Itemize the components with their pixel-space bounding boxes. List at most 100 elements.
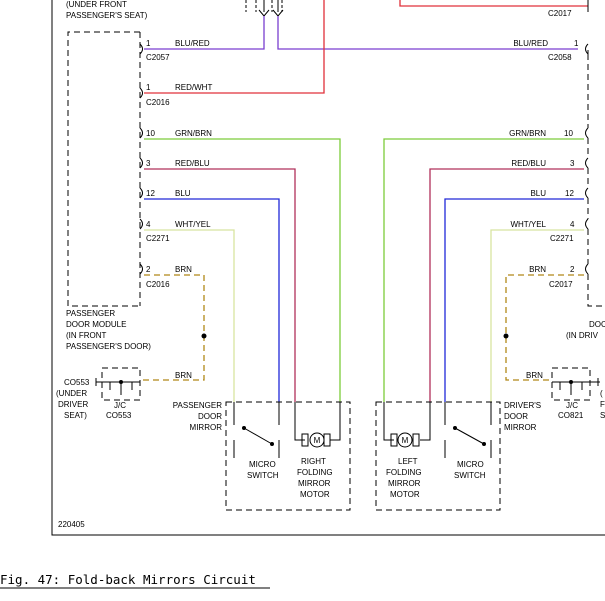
wire-grn-brn-right — [383, 138, 584, 402]
right-brn-label: BRN — [526, 371, 543, 380]
left-module-line-4: PASSENGER'S DOOR) — [66, 342, 151, 351]
left-wire-wht-yel: WHT/YEL — [175, 220, 211, 229]
wire-blu-right — [444, 198, 584, 402]
wire-blu-left — [144, 198, 280, 402]
left-pin-1b: 1 — [146, 83, 151, 92]
left-connector-c2016b: C2016 — [146, 280, 170, 289]
left-pin-12: 12 — [146, 189, 155, 198]
wire-red-blu-right — [429, 168, 584, 402]
passenger-mirror-line-3: MIRROR — [190, 423, 223, 432]
top-connector-dash — [245, 0, 283, 12]
left-jc-label: J/C — [114, 401, 126, 410]
wire-red-blu-left — [144, 168, 296, 402]
left-brn-label: BRN — [175, 371, 192, 380]
right-edge-frag-1: ( — [600, 389, 603, 398]
top-connector-pins — [263, 0, 279, 12]
right-jc-label: J/C — [566, 401, 578, 410]
right-module-frag-2: (IN DRIV — [566, 331, 599, 340]
left-motor-m: M — [402, 436, 409, 445]
left-module-line-2: DOOR MODULE — [66, 320, 126, 329]
left-motor-line-3: MIRROR — [388, 479, 421, 488]
left-splice-dot — [201, 333, 207, 339]
left-pin-4: 4 — [146, 220, 151, 229]
left-motor-symbol — [397, 432, 413, 448]
passenger-mirror-line-1: PASSENGER — [173, 401, 222, 410]
top-connector-arrows — [258, 9, 284, 17]
left-jc-id: CO553 — [106, 411, 132, 420]
right-motor-line-1: RIGHT — [301, 457, 326, 466]
right-connector-c2017: C2017 — [549, 280, 573, 289]
left-ground-label: CO553 — [64, 378, 90, 387]
passenger-mirror-line-2: DOOR — [198, 412, 222, 421]
right-switch-line-1: MICRO — [457, 460, 484, 469]
passenger-module-box — [67, 31, 141, 307]
left-connector-c2016a: C2016 — [146, 98, 170, 107]
left-ground-line-2: (UNDER — [56, 389, 87, 398]
left-wire-brn: BRN — [175, 265, 192, 274]
right-connector-c2058: C2058 — [548, 53, 572, 62]
right-module-frag-1: DOC — [589, 320, 605, 329]
wire-brn-left — [140, 274, 205, 381]
right-splice-dot — [503, 333, 509, 339]
wire-grn-brn-left — [144, 138, 341, 402]
driver-mirror-box — [375, 401, 501, 511]
left-wire-blu: BLU — [175, 189, 191, 198]
left-connector-c2057: C2057 — [146, 53, 170, 62]
left-pin-1a: 1 — [146, 39, 151, 48]
wire-red-top — [399, 0, 588, 7]
wire-blu-red-right — [277, 16, 578, 50]
right-motor-line-4: MOTOR — [300, 490, 330, 499]
right-wire-grn-brn: GRN/BRN — [509, 129, 546, 138]
right-pin-4: 4 — [570, 220, 575, 229]
left-wire-grn-brn: GRN/BRN — [175, 129, 212, 138]
driver-mirror-line-1: DRIVER'S — [504, 401, 541, 410]
diagram-frame — [51, 0, 605, 536]
right-jc-id: CO821 — [558, 411, 584, 420]
wire-wht-yel-right — [490, 229, 584, 402]
right-motor-line-2: FOLDING — [297, 468, 333, 477]
left-motor-line-2: FOLDING — [386, 468, 422, 477]
wire-blu-red-left — [144, 16, 265, 50]
passenger-mirror-box — [225, 401, 351, 511]
left-motor-line-4: MOTOR — [390, 490, 420, 499]
right-jc-legs — [559, 378, 599, 395]
figure-id: 220405 — [58, 520, 85, 529]
right-pin-10: 10 — [564, 129, 573, 138]
left-module-line-3: (IN FRONT — [66, 331, 107, 340]
right-pin-1: 1 — [574, 39, 579, 48]
right-connector-c2271: C2271 — [550, 234, 574, 243]
left-connector-c2271: C2271 — [146, 234, 170, 243]
right-wire-brn: BRN — [529, 265, 546, 274]
left-pin-2: 2 — [146, 265, 151, 274]
wire-brn-right — [505, 274, 584, 381]
right-jc-box — [551, 367, 591, 401]
left-pin-10: 10 — [146, 129, 155, 138]
right-wire-blu: BLU — [530, 189, 546, 198]
left-module-line-1: PASSENGER — [66, 309, 115, 318]
right-motor-m: M — [314, 436, 321, 445]
left-wire-red-blu: RED/BLU — [175, 159, 210, 168]
left-ground-line-4: SEAT) — [64, 411, 87, 420]
right-mirror-internals — [233, 402, 341, 458]
wire-red-wht — [144, 0, 325, 94]
top-label-line-1: (UNDER FRONT — [66, 0, 127, 9]
top-label-line-2: PASSENGER'S SEAT) — [66, 11, 148, 20]
right-edge-frag-3: S — [600, 411, 605, 420]
right-wire-red-blu: RED/BLU — [511, 159, 546, 168]
left-jc-box — [101, 367, 141, 401]
left-jc-legs — [109, 382, 133, 395]
left-ground-line-3: DRIVER — [58, 400, 88, 409]
figure-caption: Fig. 47: Fold-back Mirrors Circuit — [0, 572, 256, 587]
right-motor-line-3: MIRROR — [298, 479, 331, 488]
right-wire-wht-yel: WHT/YEL — [510, 220, 546, 229]
left-switch-line-2: SWITCH — [247, 471, 279, 480]
right-pin-2: 2 — [570, 265, 575, 274]
driver-mirror-line-3: MIRROR — [504, 423, 537, 432]
left-switch-line-1: MICRO — [249, 460, 276, 469]
driver-mirror-line-2: DOOR — [504, 412, 528, 421]
left-mirror-internals — [383, 402, 492, 458]
left-motor-line-1: LEFT — [398, 457, 418, 466]
top-right-connector: C2017 — [548, 9, 572, 18]
right-pin-3: 3 — [570, 159, 575, 168]
